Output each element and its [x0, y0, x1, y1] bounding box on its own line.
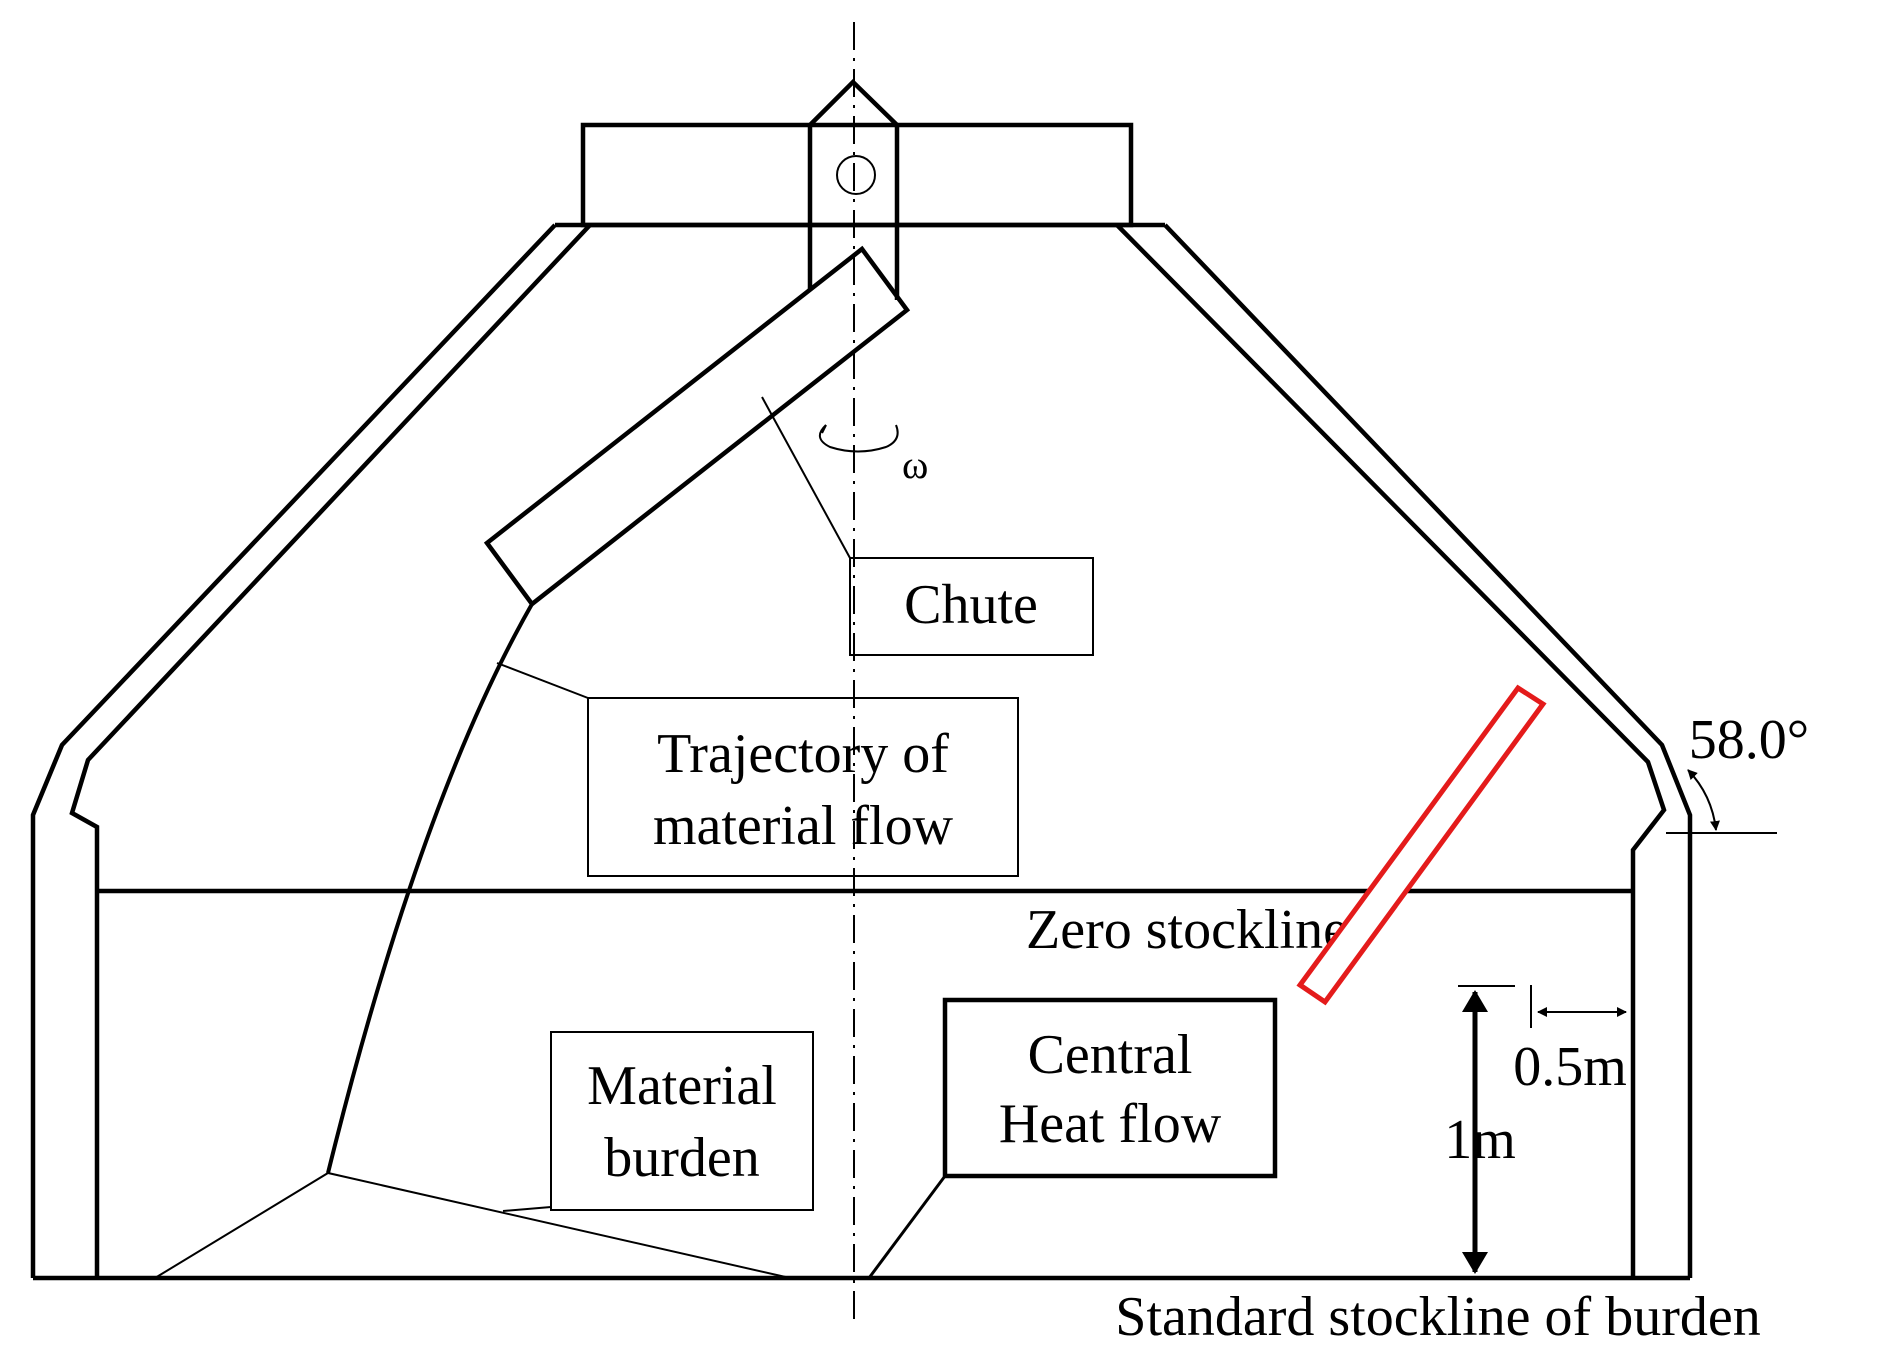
top-hopper [580, 122, 1134, 228]
material-burden-line2: burden [604, 1127, 760, 1189]
rotation-indicator [819, 424, 899, 453]
central-flow-line [867, 1175, 947, 1279]
vertical-dimension [1458, 985, 1515, 1274]
central-heat-flow-line2: Heat flow [999, 1093, 1222, 1155]
chute-body [483, 245, 911, 608]
horizontal-dimension [1530, 985, 1627, 1028]
zero-stockline-label: Zero stockline [1026, 899, 1348, 961]
material-burden-box [550, 1031, 814, 1211]
material-burden-line1: Material [587, 1055, 777, 1117]
probe-outline-final [1296, 684, 1547, 1006]
central-heat-flow-line1: Central [1028, 1024, 1193, 1086]
burden-surface [154, 1171, 791, 1279]
dimension-1m-label: 1m [1444, 1109, 1516, 1171]
furnace-shell [30, 222, 1693, 1281]
standard-stockline-label: Standard stockline of burden [1115, 1286, 1760, 1348]
trajectory-leader [496, 662, 589, 699]
omega-symbol: ω [902, 442, 928, 487]
burden-leader [502, 1206, 552, 1212]
material-trajectory [326, 603, 534, 1174]
chute-label: Chute [904, 574, 1038, 636]
trajectory-label-line1: Trajectory of [657, 723, 949, 785]
central-heat-flow-box [942, 997, 1278, 1179]
trajectory-box [587, 697, 1019, 877]
chute-box [849, 557, 1094, 656]
dimension-0-5m-label: 0.5m [1513, 1036, 1627, 1098]
angle-label: 58.0° [1689, 709, 1809, 771]
angle-indicator [1666, 769, 1777, 834]
chute-leader [761, 396, 851, 559]
trajectory-label-line2: material flow [653, 795, 954, 857]
